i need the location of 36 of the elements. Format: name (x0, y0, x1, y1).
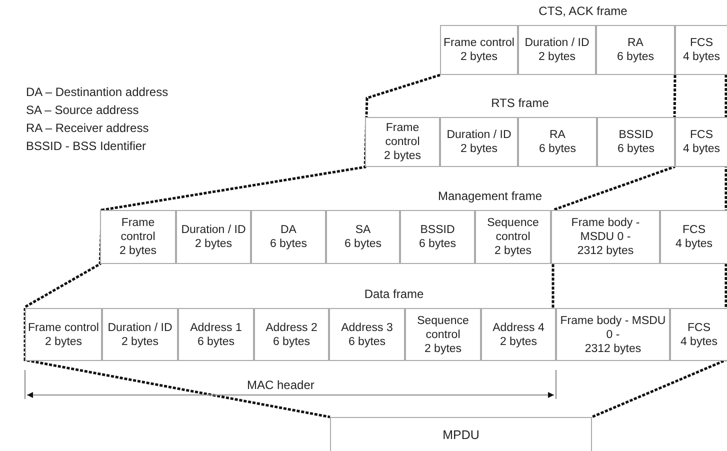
field-cell: Frame control 2 bytes (25, 308, 102, 361)
field-cell: Duration / ID 2 bytes (102, 308, 178, 361)
frame-title: RTS frame (491, 96, 549, 110)
field-cell: Frame control 2 bytes (440, 25, 518, 75)
field-cell: FCS 4 bytes (675, 117, 727, 167)
abbreviation-note: SA – Source address (26, 103, 139, 117)
field-cell: Duration / ID 2 bytes (518, 25, 596, 75)
field-cell: FCS 4 bytes (660, 210, 727, 264)
field-cell: Frame control 2 bytes (100, 210, 176, 264)
field-cell: Address 3 6 bytes (329, 308, 405, 361)
abbreviation-note: BSSID - BSS Identifier (26, 139, 146, 153)
field-cell: Sequence control 2 bytes (475, 210, 551, 264)
frame-title: Management frame (438, 189, 542, 203)
field-cell: DA 6 bytes (251, 210, 326, 264)
field-cell: BSSID 6 bytes (597, 117, 675, 167)
field-cell: RA 6 bytes (596, 25, 675, 75)
mpdu-bracket: MPDU (330, 417, 592, 451)
field-cell: RA 6 bytes (518, 117, 597, 167)
field-cell: Frame body - MSDU 0 - 2312 bytes (551, 210, 660, 264)
field-cell: FCS 4 bytes (670, 308, 727, 361)
field-cell: Address 1 6 bytes (178, 308, 254, 361)
field-cell: Address 4 2 bytes (481, 308, 556, 361)
field-cell: Frame control 2 bytes (365, 117, 440, 167)
field-cell: Duration / ID 2 bytes (176, 210, 251, 264)
field-cell: Sequence control 2 bytes (405, 308, 481, 361)
abbreviation-note: DA – Destinantion address (26, 85, 168, 99)
field-cell: Frame body - MSDU 0 - 2312 bytes (556, 308, 670, 361)
frame-title: Data frame (364, 287, 424, 301)
field-cell: Duration / ID 2 bytes (440, 117, 518, 167)
field-cell: BSSID 6 bytes (400, 210, 475, 264)
abbreviation-note: RA – Receiver address (26, 121, 149, 135)
field-cell: Address 2 6 bytes (254, 308, 329, 361)
frame-title: CTS, ACK frame (538, 4, 628, 18)
field-cell: FCS 4 bytes (675, 25, 727, 75)
field-cell: SA 6 bytes (326, 210, 400, 264)
span-label: MAC header (247, 378, 314, 392)
